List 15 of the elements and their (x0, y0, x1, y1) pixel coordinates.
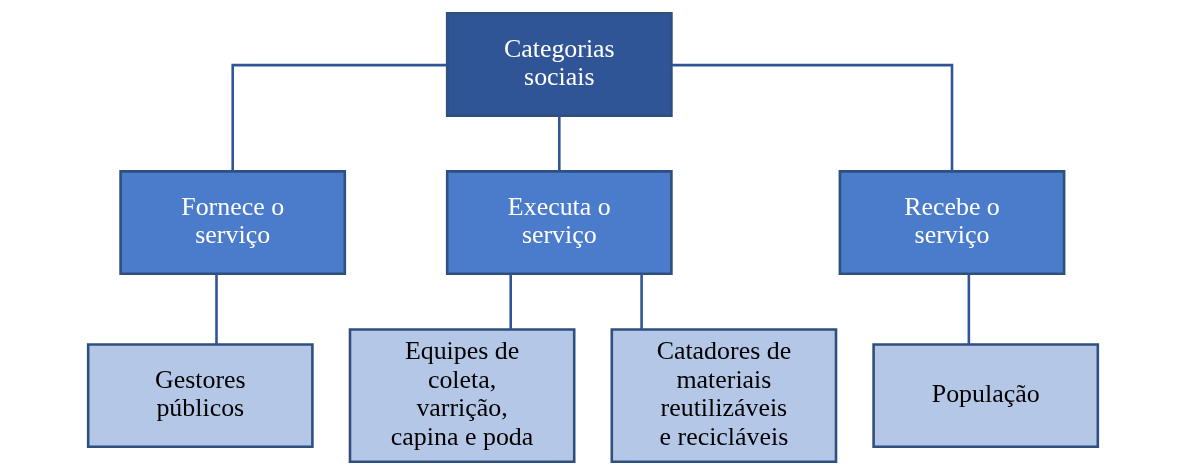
node-box: Equipes de coleta, varrição, capina e poda (348, 328, 576, 463)
node-box: Categorias sociais (445, 12, 673, 117)
connector (671, 63, 954, 172)
connector (215, 274, 218, 345)
node-box: Recebe o serviço (838, 170, 1066, 276)
connector (640, 274, 643, 330)
connector (558, 115, 561, 171)
node-box: Fornece o serviço (119, 170, 347, 276)
node-box: Gestores públicos (86, 343, 314, 449)
connector (231, 63, 447, 172)
node-box: População (872, 343, 1100, 449)
connector (509, 274, 512, 330)
node-box: Catadores de materiais reutilizáveis e recicláveis (610, 328, 838, 463)
node-box: Executa o serviço (445, 170, 673, 276)
connector (967, 274, 971, 345)
